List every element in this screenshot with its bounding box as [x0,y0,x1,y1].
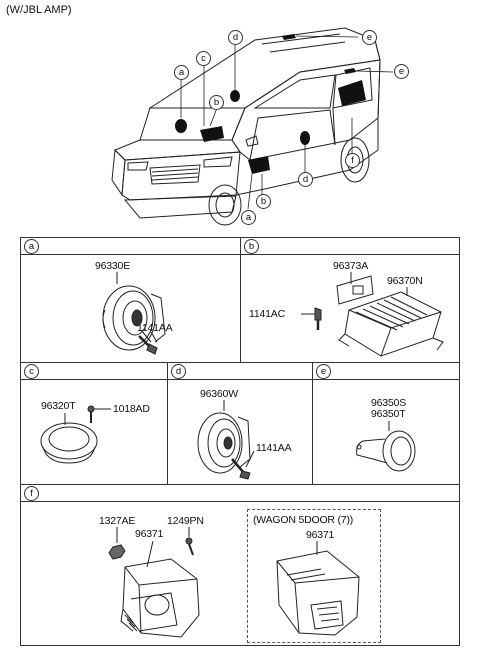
variant-label: (WAGON 5DOOR (7)) [253,514,354,526]
tweeter-speaker [40,405,111,464]
part-1249PN: 1249PN [167,515,204,527]
door-woofer-speaker [102,272,166,355]
part-96373A: 96373A [333,260,369,272]
callout-d-rear: d [298,172,313,187]
section-e-header [313,363,459,380]
callout-a-front: a [174,65,189,80]
part-96370N: 96370N [387,275,423,287]
callout-b-door: b [256,194,271,209]
callout-a-door: a [241,210,256,225]
section-d: d 96360W 1141AA [167,362,313,485]
part-96350S: 96350S [371,397,407,409]
callout-b-dash: b [209,95,224,110]
door-woofer-speaker-d [197,400,255,480]
amplifier-unit [301,272,444,357]
section-d-header [168,363,312,380]
part-1018AD: 1018AD [113,403,150,415]
suv-car-illustration [111,27,394,226]
section-c: c 96320T 1018AD [20,362,168,485]
section-b-header [241,238,459,255]
part-96371: 96371 [135,528,164,540]
section-b-letter: b [244,239,259,254]
part-96330E: 96330E [95,260,131,272]
part-1327AE: 1327AE [99,515,136,527]
part-1141AC: 1141AC [249,308,285,320]
callout-d-front: d [228,30,243,45]
section-a-header [21,238,240,255]
section-f: f 1327AE 96371 1249PN (WAGON 5DOOR (7)) … [20,484,460,646]
callout-e-top: e [362,30,377,45]
part-96350T: 96350T [371,408,406,420]
callout-e-rear: e [394,64,409,79]
part-96320T: 96320T [41,400,76,412]
section-e: e 96350S 96350T [312,362,460,485]
part-96360W: 96360W [200,388,238,400]
center-speaker [356,421,416,472]
part-1141AA-d: 1141AA [256,442,292,454]
section-a-letter: a [24,239,39,254]
section-d-letter: d [171,364,186,379]
callout-f: f [345,153,360,168]
section-e-letter: e [316,364,331,379]
section-f-header [21,485,459,502]
section-f-letter: f [24,486,39,501]
subwoofer-enclosure [108,527,360,638]
callout-c: c [196,51,211,66]
variant-box [247,509,381,643]
section-c-header [21,363,167,380]
section-c-letter: c [24,364,39,379]
section-b: b 96373A 96370N 1141AC [240,237,460,363]
page-title: (W/JBL AMP) [6,4,72,16]
section-a: a 96330E 1141AA [20,237,241,363]
variant-part-96371: 96371 [306,529,335,541]
